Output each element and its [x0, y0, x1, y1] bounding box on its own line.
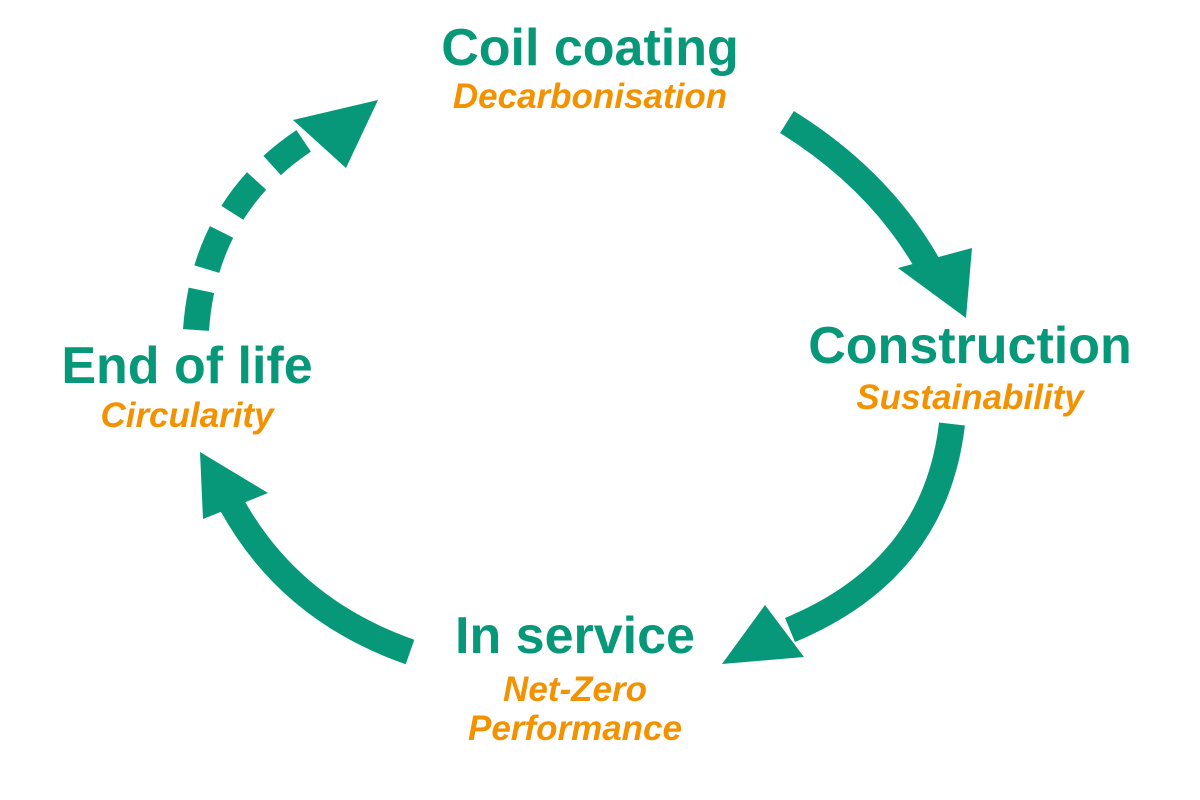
stage-subtitle: Sustainability — [856, 378, 1084, 417]
stage-construction: Construction Sustainability — [770, 320, 1170, 415]
arrow-construction-to-service — [785, 422, 965, 643]
stage-title: Coil coating — [441, 19, 739, 77]
stage-title: Construction — [808, 317, 1132, 375]
stage-subtitle: Circularity — [100, 396, 274, 435]
arrowhead-end-of-life — [200, 452, 268, 519]
stage-subtitle-line2: Performance — [468, 709, 682, 749]
arrowhead-construction — [898, 248, 972, 318]
arrow-eol-to-coil-dashed — [183, 121, 323, 331]
stage-title: In service — [455, 607, 695, 665]
stage-title: End of life — [61, 337, 313, 395]
stage-coil-coating: Coil coating Decarbonisation — [390, 22, 790, 114]
arrow-coil-to-construction — [780, 110, 940, 272]
arrow-service-to-eol — [220, 498, 415, 665]
arrowhead-coil-coating — [293, 100, 378, 168]
stage-subtitle: Net-Zero Performance — [375, 670, 775, 748]
stage-subtitle-line1: Net-Zero — [503, 670, 647, 709]
stage-in-service: In service Net-Zero Performance — [375, 610, 775, 748]
arrowhead-in-service — [722, 605, 804, 664]
stage-end-of-life: End of life Circularity — [2, 340, 372, 433]
stage-subtitle: Decarbonisation — [452, 77, 728, 116]
